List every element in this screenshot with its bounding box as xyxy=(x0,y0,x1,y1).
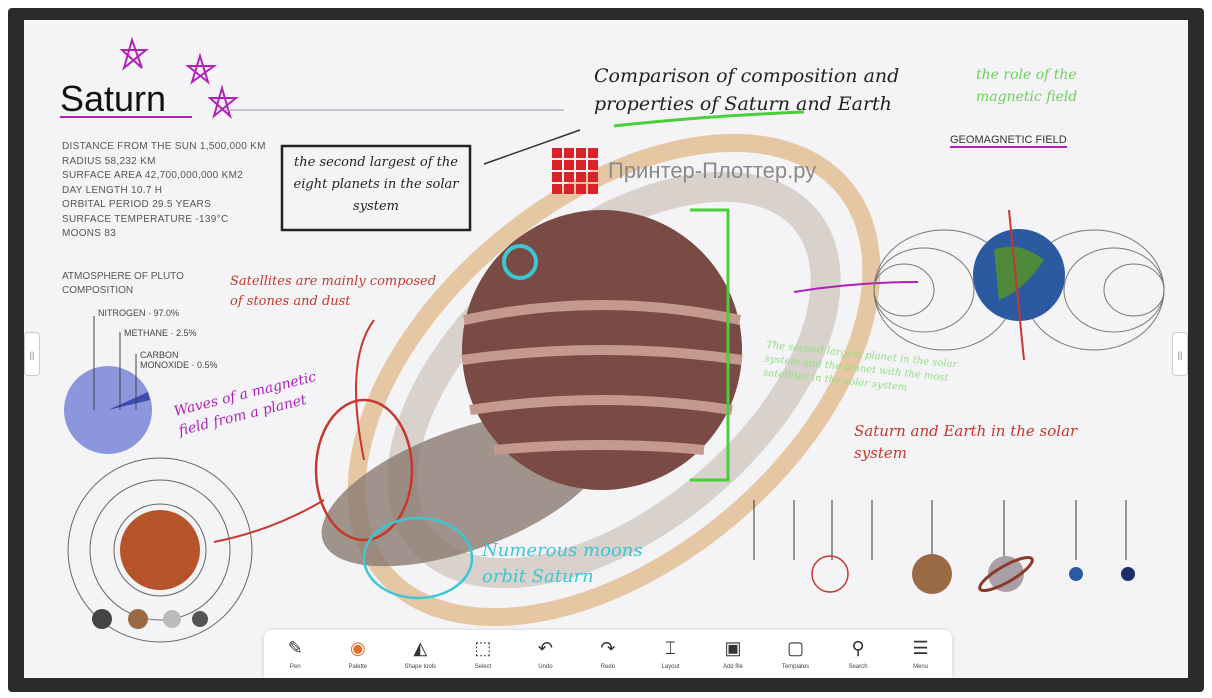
left-panel-handle[interactable]: || xyxy=(24,332,40,376)
fact-line: Distance from the sun 1,500,000 km xyxy=(62,141,266,152)
add-file-icon: ▣ xyxy=(724,638,742,658)
composition-item: Carbon monoxide · 0.5% xyxy=(140,350,218,370)
tool-label: Redo xyxy=(600,664,616,670)
search-icon: ⚲ xyxy=(851,638,865,658)
tool-label: Select xyxy=(474,664,492,670)
tool-label: Menu xyxy=(913,664,929,670)
tool-label: Shape tools xyxy=(404,664,437,670)
star-icon xyxy=(185,52,218,85)
tool-label: Layout xyxy=(661,664,680,670)
menu-button[interactable]: ☰ Menu xyxy=(893,638,949,670)
select-button[interactable]: ⬚ Select xyxy=(455,638,511,670)
menu-icon: ☰ xyxy=(912,638,929,658)
watermark-logo-icon xyxy=(552,148,598,194)
tool-label: Templates xyxy=(781,664,810,670)
templates-icon: ▢ xyxy=(787,638,805,658)
palette-icon: ◉ xyxy=(349,638,366,658)
composition-item: Methane · 2.5% xyxy=(124,328,197,338)
undo-icon: ↶ xyxy=(537,638,553,658)
watermark: Принтер-Плоттер.ру xyxy=(552,148,816,194)
layout-button[interactable]: ⌶ Layout xyxy=(642,638,698,670)
composition-title: Atmosphere of Pluto composition xyxy=(62,271,184,296)
solar-note: Saturn and Earth in the solar system xyxy=(854,422,1078,462)
boxed-note: the second largest of the eight planets … xyxy=(293,155,459,214)
shape-tools-icon: ◭ xyxy=(413,638,428,658)
palette-button[interactable]: ◉ Palette xyxy=(330,638,386,670)
bottom-toolbar: ✎ Pen ◉ Palette ◭ Shape tools ⬚ Select ↶ Undo… xyxy=(264,630,952,678)
shape-tools-button[interactable]: ◭ Shape tools xyxy=(392,638,448,670)
right-panel-handle[interactable]: || xyxy=(1172,332,1188,376)
pen-icon: ✎ xyxy=(287,638,303,658)
saturn-facts: Distance from the sun 1,500,000 km Radiu… xyxy=(62,140,266,242)
search-button[interactable]: ⚲ Search xyxy=(830,638,886,670)
tool-label: Add file xyxy=(722,664,743,670)
add-file-button[interactable]: ▣ Add file xyxy=(705,638,761,670)
magnetic-note: the role of the magnetic field xyxy=(976,67,1078,105)
geomagnetic-label: GEOMAGNETIC FIELD xyxy=(950,134,1067,148)
star-doodles xyxy=(119,36,239,120)
composition-item: Nitrogen · 97.0% xyxy=(98,308,180,318)
fact-line: Day length 10.7 h xyxy=(62,184,163,196)
fact-line: Orbital period 29.5 years xyxy=(62,199,212,210)
tool-label: Pen xyxy=(289,664,301,670)
tool-label: Undo xyxy=(538,664,553,670)
layout-icon: ⌶ xyxy=(665,638,676,658)
fact-line: Moons 83 xyxy=(62,228,117,239)
tool-label: Search xyxy=(848,664,868,670)
pen-button[interactable]: ✎ Pen xyxy=(267,638,323,670)
drawing-layer xyxy=(60,36,1165,643)
redo-icon: ↷ xyxy=(600,638,616,658)
select-icon: ⬚ xyxy=(474,638,492,658)
tool-label: Palette xyxy=(348,664,368,670)
heading-note: Comparison of composition and properties… xyxy=(594,65,900,115)
undo-button[interactable]: ↶ Undo xyxy=(517,638,573,670)
templates-button[interactable]: ▢ Templates xyxy=(768,638,824,670)
star-icon xyxy=(119,36,149,71)
fact-line: Radius 58,232 km xyxy=(62,155,156,167)
whiteboard-canvas[interactable]: Saturn Distance from the sun 1,500,000 k… xyxy=(24,20,1188,678)
satellites-note: Satellites are mainly composed of stones… xyxy=(230,274,437,309)
page-title: Saturn xyxy=(60,78,167,119)
fact-line: Surface area 42,700,000,000 km2 xyxy=(62,170,244,181)
moons-note: Numerous moons orbit Saturn xyxy=(482,540,643,587)
star-icon xyxy=(207,84,239,120)
fact-line: Surface temperature -139°C xyxy=(62,213,229,225)
watermark-text: Принтер-Плоттер.ру xyxy=(608,158,817,183)
redo-button[interactable]: ↷ Redo xyxy=(580,638,636,670)
sun-planet xyxy=(120,510,200,590)
